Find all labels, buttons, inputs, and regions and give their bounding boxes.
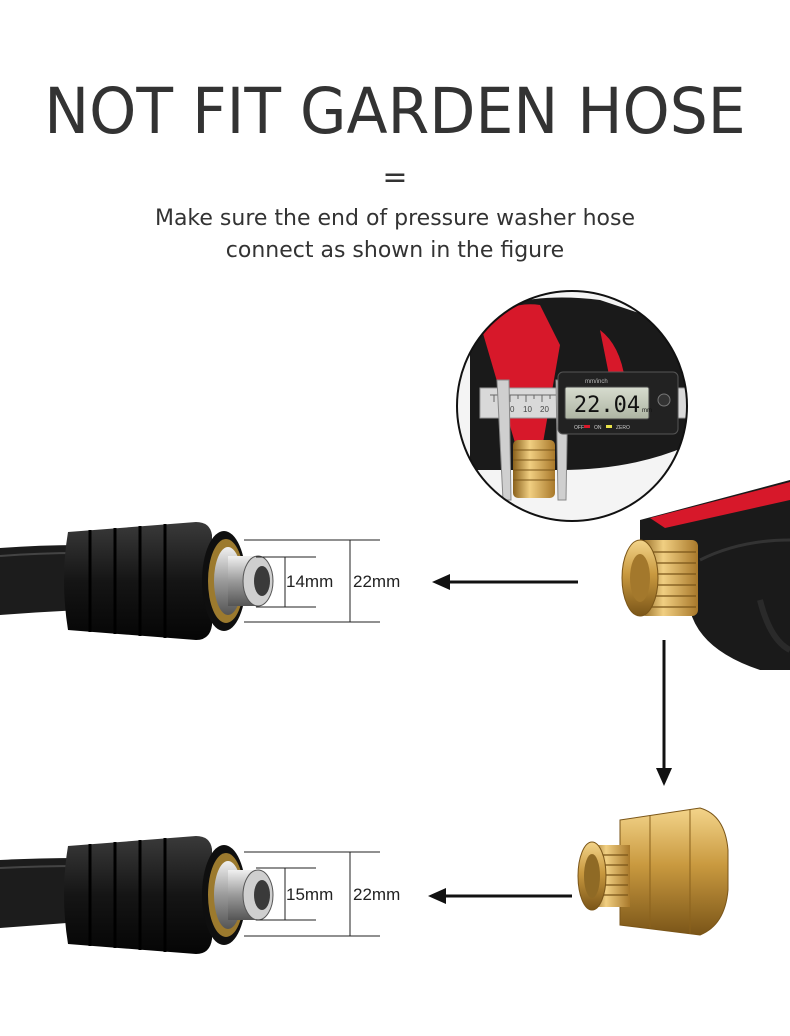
caliper-unit-label: mm/inch <box>585 379 608 385</box>
brass-adapter <box>577 807 729 936</box>
caliper-on-label: ON <box>594 425 602 431</box>
bottom-hose-fitting <box>0 836 274 954</box>
bottom-dimension-lines <box>244 851 380 937</box>
spray-gun-outlet <box>621 480 790 670</box>
caliper-zero-label: ZERO <box>616 425 630 431</box>
caliper-reading: 22.04 <box>574 393 640 418</box>
subtitle: Make sure the end of pressure washer hos… <box>0 203 790 267</box>
caliper-off-label: OFF <box>574 425 584 431</box>
bottom-inner-diameter-label: 15mm <box>286 885 334 904</box>
bottom-outer-diameter-label: 22mm <box>353 885 401 904</box>
top-dimension-lines <box>244 539 380 623</box>
top-inner-diameter-label: 14mm <box>286 572 334 591</box>
top-hose-fitting <box>0 522 274 640</box>
headline: NOT FIT GARDEN HOSE <box>44 75 746 149</box>
subtitle-line-2: connect as shown in the figure <box>225 238 565 263</box>
top-outer-diameter-label: 22mm <box>353 572 401 591</box>
scale-tick-2: 20 <box>540 405 549 414</box>
scale-tick-0: 0 <box>510 405 515 414</box>
caliper-round-button <box>657 393 671 407</box>
caliper-mm-unit: mm <box>642 408 652 414</box>
arrows <box>428 574 672 904</box>
scale-tick-1: 10 <box>523 405 532 414</box>
caliper-inset: 0 10 20 mm/inch 22.04 mm OFF <box>456 290 688 522</box>
subtitle-line-1: Make sure the end of pressure washer hos… <box>154 206 636 231</box>
equals-sign: = <box>382 160 408 195</box>
